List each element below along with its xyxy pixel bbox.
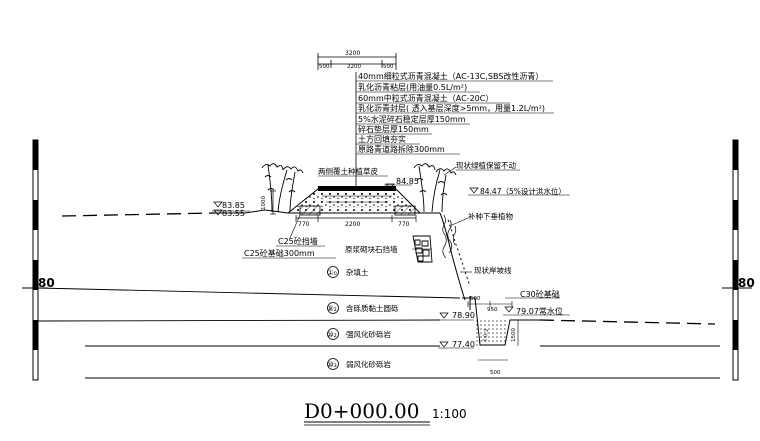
elevation-road: 84.85: [396, 177, 419, 186]
elevation-7740: 77.40: [452, 340, 475, 349]
tree-left-icon: [261, 163, 304, 213]
left-elevation-ruler: [32, 139, 39, 381]
layer-4: 乳化沥青封层( 透入基层深度>5mm，用量1.2L/m²): [358, 103, 545, 113]
left-axis-label: 80: [38, 276, 55, 290]
elevation-marker-road: [384, 183, 412, 190]
dim-ditch-950: 950: [487, 307, 498, 313]
base-dimension: [295, 215, 417, 222]
elevation-left-bottom: 83.55: [222, 209, 245, 218]
elevation-marker-water: [503, 306, 570, 316]
hanging-plant-icon: [442, 214, 457, 259]
channel-ditch: [462, 296, 540, 346]
elevation-marker-7740: [438, 341, 474, 349]
right-elevation-ruler: [732, 139, 739, 381]
strata-labels: ①₀ 杂填土 ⑧₂ 含砾质黏土圆砾 ⑩₂ 强风化砂砾岩 ⑩₃ 弱风化砂砾岩: [327, 266, 399, 370]
plant-label: 补种下垂植物: [468, 211, 513, 221]
elevation-7890: 78.90: [452, 311, 475, 320]
right-axis-label: 80: [738, 276, 755, 290]
bank-slope-line: [439, 212, 471, 301]
dim-ditch-500: 500: [470, 296, 481, 302]
flood-level-label: 84.47（5%设计洪水位）: [480, 186, 566, 196]
stratum-4-id: ⑩₃: [327, 360, 337, 369]
layer-7: 土方回填夯实: [358, 134, 406, 144]
c25-wall-label: C25砼挡墙: [278, 236, 318, 246]
layer-5: 5%水泥碎石稳定层厚150mm: [358, 114, 466, 124]
layer-3: 60mm中粒式沥青混凝土（AC-20C）: [358, 93, 493, 103]
dim-ditch-1500: 1500: [511, 328, 517, 342]
stratum-3-id: ⑩₂: [327, 330, 337, 339]
title-scale: 1:100: [432, 407, 467, 421]
top-dimension: [317, 53, 397, 70]
keep-vegetation-label: 现状绿植保留不动: [456, 160, 516, 170]
layer-8: 原路青道路拆除300mm: [358, 144, 445, 154]
c30-base-label: C30砼基础: [520, 289, 560, 299]
dim-1000: 1000: [261, 196, 267, 210]
stratum-4-name: 弱风化砂砾岩: [346, 359, 391, 369]
stratum-1-name: 杂填土: [346, 267, 369, 277]
dim-500-left: 500: [319, 64, 330, 70]
bank-line-label: 现状岸坡线: [474, 265, 512, 275]
dim-ditch-bottom-500: 500: [490, 370, 501, 376]
dim-770-right: 770: [398, 221, 410, 228]
shoulder-label: 两侧覆土种植草皮: [318, 166, 378, 176]
water-level-dashed-line: [61, 212, 716, 325]
tree-right-icon: [413, 163, 457, 213]
dim-3200: 3200: [345, 50, 360, 57]
elevation-marker-flood: [468, 187, 570, 196]
layer-2: 乳化沥青粘层(用油量0.5L/m²): [358, 82, 467, 92]
dim-770-left: 770: [298, 221, 310, 228]
stratum-2-name: 含砾质黏土圆砾: [346, 303, 399, 313]
pavement-layer-callouts: 40mm细粒式沥青混凝土（AC-13C,SBS改性沥青） 乳化沥青粘层(用油量0…: [356, 71, 554, 155]
layer-1: 40mm细粒式沥青混凝土（AC-13C,SBS改性沥青）: [358, 71, 543, 81]
title-station: D0+000.00: [304, 399, 420, 423]
drawing-title: D0+000.00 1:100: [304, 399, 467, 426]
dim-500-right: 500: [383, 64, 394, 70]
stratum-3-name: 强风化砂砾岩: [346, 329, 391, 339]
elevation-marker-7890: [438, 312, 474, 321]
stone-wall-label: 原浆砌块石挡墙: [345, 244, 398, 254]
dim-2200-top: 2200: [347, 64, 361, 70]
elevation-marker-left: [212, 201, 250, 216]
dim-2200-base: 2200: [345, 221, 360, 228]
c25-base-label: C25砼基础300mm: [244, 248, 315, 258]
water-level-label: 79.07常水位: [516, 306, 563, 316]
road-embankment: [215, 186, 440, 216]
elevation-left-top: 83.85: [222, 201, 245, 210]
stratum-2-id: ⑧₂: [327, 304, 337, 313]
ditch-dimensions: [467, 301, 519, 361]
layer-6: 碎石垫层厚150mm: [358, 124, 429, 134]
stratum-1-id: ①₀: [327, 268, 337, 277]
strata-lines: [37, 287, 720, 379]
ditch-slope-label: 1:0.3: [482, 329, 490, 343]
